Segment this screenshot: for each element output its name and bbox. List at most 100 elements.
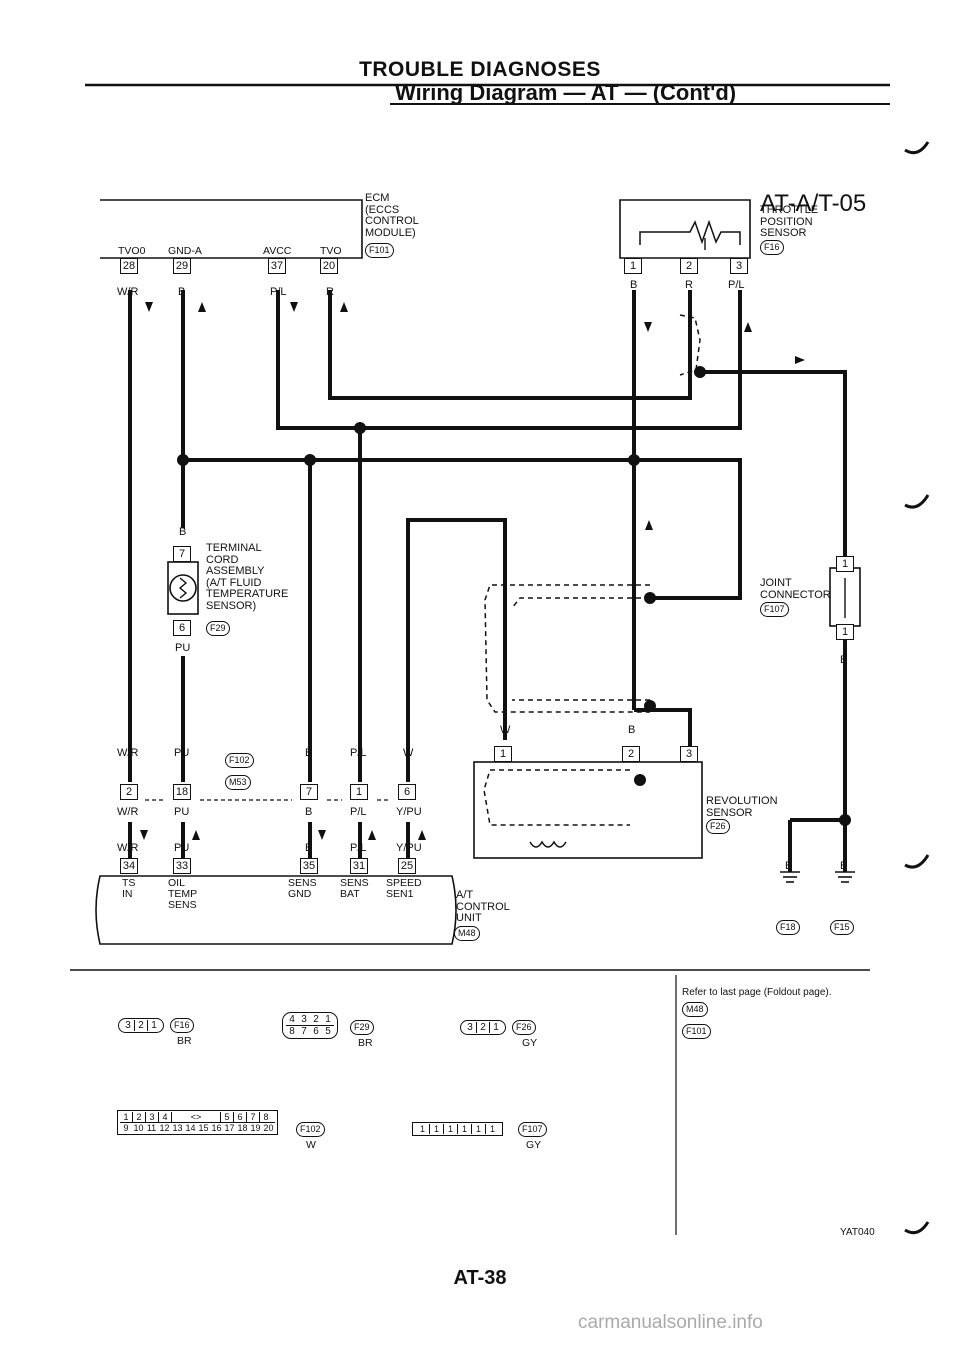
ground-symbols xyxy=(780,871,855,883)
mid-pin-2: 2 xyxy=(120,784,138,800)
wire-color: B xyxy=(305,806,313,818)
connector-view-f102: 1 2 3 4 <> 5 6 7 8 9 10 11 12 13 14 15 1… xyxy=(117,1110,278,1135)
wire-color: P/L xyxy=(350,806,367,818)
wire-color: B xyxy=(840,860,848,872)
fluid-temp-pin-6: 6 xyxy=(173,620,191,636)
wire-color: Y/PU xyxy=(396,806,422,818)
ecm-pin-20: 20 xyxy=(320,258,338,274)
ecm-term-label-3: TVO xyxy=(320,245,342,257)
wire-color: PU xyxy=(174,842,190,854)
wires xyxy=(128,290,847,872)
mid-pin-7: 7 xyxy=(300,784,318,800)
wire-color: P/L xyxy=(270,286,287,298)
ecm-pin-37: 37 xyxy=(268,258,286,274)
wire-color: W xyxy=(500,724,511,736)
shield-lines xyxy=(483,314,701,826)
wire-color: PU xyxy=(174,806,190,818)
connector-color: BR xyxy=(177,1035,192,1047)
ecm-connector: F101 xyxy=(365,243,394,258)
wire-color: B xyxy=(305,747,313,759)
refer-connector-f101: F101 xyxy=(682,1024,711,1039)
connector-view-f107: 1 1 1 1 1 1 xyxy=(412,1122,503,1136)
ecm-box xyxy=(100,199,363,259)
wire-color: Y/PU xyxy=(396,842,422,854)
fluid-temp-connector: F29 xyxy=(206,621,230,636)
connector-color: W xyxy=(306,1139,316,1151)
wire-color: B xyxy=(305,842,313,854)
refer-note: Refer to last page (Foldout page). xyxy=(682,987,832,998)
wire-color: R xyxy=(326,286,334,298)
page-title: TROUBLE DIAGNOSES xyxy=(359,58,601,81)
wire-color: W/R xyxy=(117,842,139,854)
wire-color: W xyxy=(403,747,414,759)
fluid-temp-box xyxy=(167,561,199,615)
atcu-pin-25: 25 xyxy=(398,858,416,874)
wire-color: P/L xyxy=(350,747,367,759)
mid-pin-1: 1 xyxy=(350,784,368,800)
atcu-pin-33: 33 xyxy=(173,858,191,874)
rev-sensor-label: REVOLUTION SENSOR xyxy=(706,795,778,819)
atcu-pin-31: 31 xyxy=(350,858,368,874)
atcu-term-label: OIL TEMP SENS xyxy=(168,877,198,911)
connector-view-f29-id: F29 xyxy=(350,1020,374,1035)
ground-connector-f18: F18 xyxy=(776,920,800,935)
mid-pin-18: 18 xyxy=(173,784,191,800)
wire-color: B xyxy=(178,286,186,298)
wire-color: PU xyxy=(175,642,191,654)
joint-pin-bottom: 1 xyxy=(836,624,854,640)
fluid-temp-pin-7: 7 xyxy=(173,546,191,562)
wire-color: P/L xyxy=(728,279,745,291)
wire-color: W/R xyxy=(117,286,139,298)
tps-pin-2: 2 xyxy=(680,258,698,274)
atcu-pin-34: 34 xyxy=(120,858,138,874)
ecm-term-label-1: GND-A xyxy=(168,245,202,257)
atcu-term-label: SPEED SEN1 xyxy=(386,877,422,900)
joint-pin-top: 1 xyxy=(836,556,854,572)
connector-color: GY xyxy=(526,1139,542,1151)
tps-connector: F16 xyxy=(760,240,784,255)
connector-view-f26: 3 2 1 xyxy=(460,1020,506,1035)
ecm-pin-29: 29 xyxy=(173,258,191,274)
connector-view-f26-id: F26 xyxy=(512,1020,536,1035)
ecm-term-label-2: AVCC xyxy=(263,245,292,257)
mid-connector-bottom: M53 xyxy=(225,775,251,790)
thermistor-icon xyxy=(169,574,197,602)
wire-color: W/R xyxy=(117,747,139,759)
watermark: carmanualsonline.info xyxy=(578,1312,763,1333)
wire-color: B xyxy=(840,654,848,666)
connector-view-f107-id: F107 xyxy=(518,1122,547,1137)
signal-arrows xyxy=(140,302,805,840)
connector-view-f102-id: F102 xyxy=(296,1122,325,1137)
rev-pin-2: 2 xyxy=(622,746,640,762)
connector-view-f16-id: F16 xyxy=(170,1018,194,1033)
diagram-code: AT-A/T-05 xyxy=(760,190,867,217)
atcu-term-label: TS IN xyxy=(122,877,136,900)
image-code: YAT040 xyxy=(840,1227,875,1238)
rev-sensor-connector: F26 xyxy=(706,819,730,834)
atcu-term-label: SENS BAT xyxy=(340,877,369,900)
ground-connector-f15: F15 xyxy=(830,920,854,935)
wire-color: R xyxy=(685,279,693,291)
joint-connector: F107 xyxy=(760,602,789,617)
atcu-box xyxy=(95,875,457,945)
wire-color: P/L xyxy=(350,842,367,854)
rev-pin-3: 3 xyxy=(680,746,698,762)
connector-view-f16: 3 2 1 xyxy=(118,1018,164,1033)
coil-icon xyxy=(529,840,567,848)
mid-connector-top: F102 xyxy=(225,753,254,768)
rev-pin-1: 1 xyxy=(494,746,512,762)
connector-color: GY xyxy=(522,1037,538,1049)
atcu-connector: M48 xyxy=(454,926,480,941)
connector-view-f29: 4 3 2 1 8 7 6 5 xyxy=(282,1012,338,1039)
atcu-label: A/T CONTROL UNIT xyxy=(456,889,510,924)
connector-color: BR xyxy=(358,1037,373,1049)
tps-pin-1: 1 xyxy=(624,258,642,274)
wire-color: B xyxy=(179,526,187,538)
wire-color: B xyxy=(785,860,793,872)
ecm-label: ECM (ECCS CONTROL MODULE) xyxy=(365,192,419,239)
atcu-pin-35: 35 xyxy=(300,858,318,874)
wire-color: PU xyxy=(174,747,190,759)
tps-resistor xyxy=(639,219,741,245)
ecm-term-label-0: TVO0 xyxy=(118,245,146,257)
